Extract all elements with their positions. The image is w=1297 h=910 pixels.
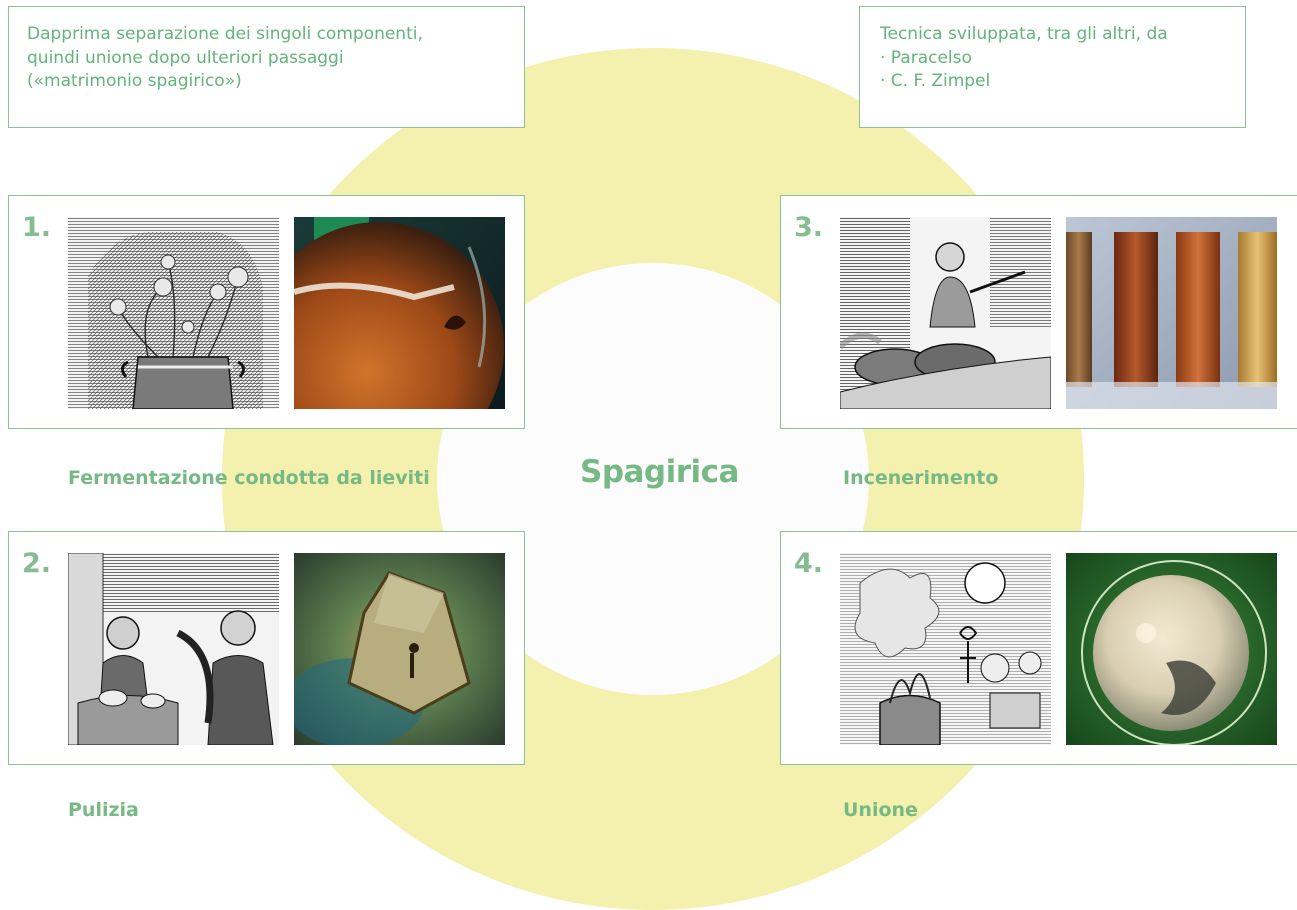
step-3-engraving-image (840, 217, 1051, 409)
note-separation-line-2: quindi unione dopo ulteriori passaggi (27, 47, 344, 68)
note-authors-line-2: · Paracelso (880, 47, 972, 68)
step-4-engraving-image (840, 553, 1051, 745)
step-4-caption: Unione (843, 799, 918, 821)
step-3-number: 3. (794, 212, 824, 243)
note-authors-line-1: Tecnica sviluppata, tra gli altri, da (880, 24, 1168, 44)
step-1-flask-image (294, 217, 505, 409)
step-2-crystal-image (294, 553, 505, 745)
step-3-caption: Incenerimento (843, 467, 999, 489)
step-2-panel: 2. (8, 531, 525, 765)
step-2-engraving-image (68, 553, 279, 745)
step-2-caption: Pulizia (68, 799, 139, 821)
note-separation-line-1: Dapprima separazione dei singoli compone… (27, 24, 423, 44)
step-1-number: 1. (22, 212, 52, 243)
note-authors-line-3: · C. F. Zimpel (880, 71, 991, 91)
note-separation-line-3: («matrimonio spagirico») (27, 71, 242, 91)
step-4-panel: 4. (780, 531, 1297, 765)
step-1-caption: Fermentazione condotta da lieviti (68, 467, 430, 489)
step-3-panel: 3. (780, 195, 1297, 429)
note-authors: Tecnica sviluppata, tra gli altri, da · … (859, 6, 1246, 128)
diagram-title: Spagirica (580, 454, 739, 490)
note-separation: Dapprima separazione dei singoli compone… (8, 6, 525, 128)
step-4-powder-image (1066, 553, 1277, 745)
step-2-number: 2. (22, 548, 52, 579)
step-4-number: 4. (794, 548, 824, 579)
step-1-panel: 1. (8, 195, 525, 429)
step-3-test-tubes-image (1066, 217, 1277, 409)
step-1-engraving-image (68, 217, 279, 409)
